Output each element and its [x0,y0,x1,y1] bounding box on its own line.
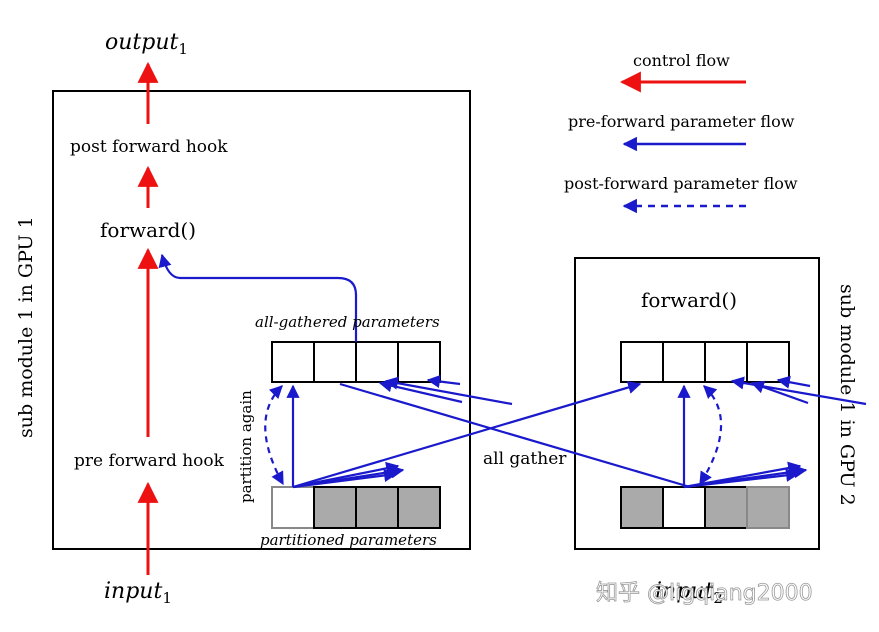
gpu1-vertical-label: sub module 1 in GPU 1 [15,216,37,438]
all-gather-label: all gather [483,449,567,469]
all-gathered-label: all-gathered parameters [255,313,440,331]
legend-control-label: control flow [633,51,730,70]
watermark: 知乎 @ligqiang2000 [596,581,813,606]
legend [619,71,746,214]
forward-left-label: forward() [100,218,196,242]
partition-again-label: partition again [237,390,255,503]
input-right-label: input2 [655,579,723,607]
all-gathered-cells-right [620,341,790,383]
param-flow-arrows-right [677,375,867,489]
legend-pre-forward-label: pre-forward parameter flow [568,112,795,131]
output-label: output1 [105,30,188,58]
gpu2-vertical-label: sub module 1 in GPU 2 [836,284,858,506]
param-flow-arrows-left [158,253,691,489]
input-left-label: input1 [104,579,172,607]
all-gathered-cells-left [271,341,441,383]
legend-post-forward-label: post-forward parameter flow [564,174,798,193]
partitioned-cells-left [271,486,441,529]
pre-forward-hook-label: pre forward hook [74,451,225,471]
gpu1-submodule-box [52,90,471,550]
post-forward-hook-label: post forward hook [70,137,228,157]
forward-right-label: forward() [641,288,737,312]
partitioned-cells-right [620,486,790,529]
partitioned-label: partitioned parameters [260,531,437,549]
